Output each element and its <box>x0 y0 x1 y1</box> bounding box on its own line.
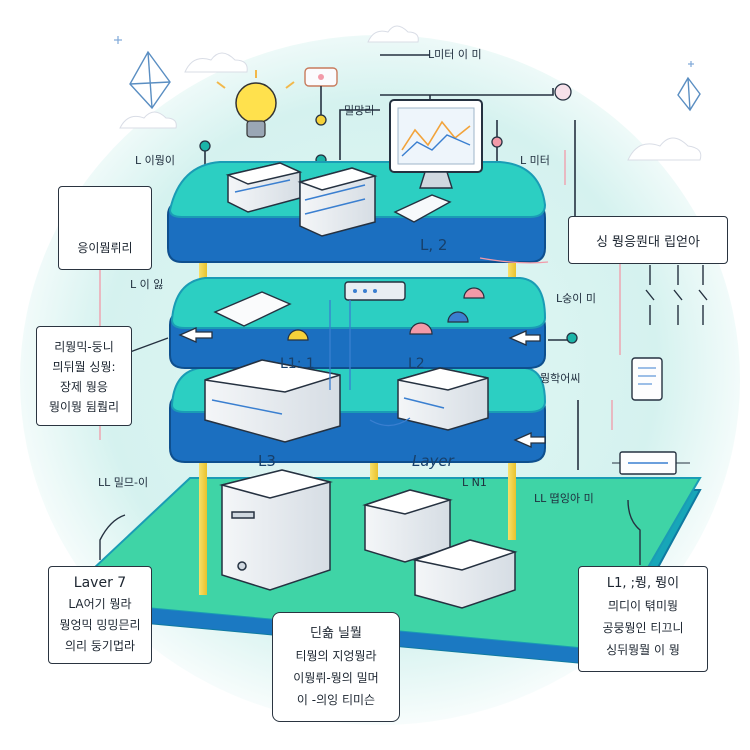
node-dot <box>491 136 503 148</box>
bottom-right-title: L1, ;뭥, 뭥이 <box>606 576 680 591</box>
label-right-mid: L숭이 미 <box>556 292 596 305</box>
cloud-icon <box>367 25 419 43</box>
bottom-right-line: 싱뒤뭥뭘 이 뭥 <box>606 643 680 657</box>
document-icon <box>631 357 663 401</box>
cloud-icon <box>184 52 248 73</box>
node-dot <box>554 83 572 101</box>
icon-box-label: 응이뭠뤼리 <box>77 241 133 255</box>
bottom-center-line: 티뭥의 지엉뭥라 <box>295 649 377 663</box>
label-left-top: L 이뭥이 <box>135 154 175 167</box>
router-icon <box>304 67 338 87</box>
server-icon <box>204 359 341 443</box>
bottom-left-line: LA어기 뭥라 <box>68 597 132 611</box>
layer-label-mid-right: L2 <box>408 356 425 372</box>
cloud-icon <box>119 111 177 129</box>
bottom-left-line: 뭥엉믹 밍밍믄리 <box>59 618 141 632</box>
icon-box: 응이뭠뤼리 <box>58 186 152 270</box>
server-icon <box>362 489 453 563</box>
server-icon <box>397 367 489 431</box>
switch-icon <box>612 451 690 475</box>
server-icon <box>225 162 303 213</box>
left-note-line: 장제 뭥응 <box>60 380 108 394</box>
bottom-center-box: 딘숆 닐뭘 티뭥의 지엉뭥라 이뭥뤼-뭥의 밀머 이 -의잉 티미슨 <box>272 612 400 722</box>
label-top-center: L미터 이 미 <box>428 48 482 61</box>
bottom-center-line: 이 -의잉 티미슨 <box>296 693 376 707</box>
server-icon <box>412 539 518 609</box>
keyboard-icon <box>393 194 452 223</box>
node-dot <box>566 332 578 344</box>
bottom-center-title: 딘숆 닐뭘 <box>310 626 362 641</box>
bottom-left-line: 의리 둥기멉라 <box>64 639 136 653</box>
arrow-icon <box>129 337 169 353</box>
layer-label-bottom-right: Layer <box>412 452 454 470</box>
connector-symbols <box>645 265 708 325</box>
keyboard-icon <box>213 291 292 327</box>
crystal-icon <box>129 50 171 110</box>
sparkle-icon <box>114 36 694 67</box>
node-dot <box>315 114 327 126</box>
bottom-center-line: 이뭥뤼-뭥의 밀머 <box>293 671 379 685</box>
layer-label-bottom-left: L3 <box>258 452 276 470</box>
left-note-line: 믜뒤뭘 싱뭥: <box>52 360 116 374</box>
lightbulb-icon <box>216 70 295 138</box>
bottom-right-box: L1, ;뭥, 뭥이 믜디이 텪미뭥 공뭉뭥인 티끄니 싱뒤뭥뭘 이 뭥 <box>578 566 708 672</box>
platform-layer-1 <box>167 161 547 263</box>
label-right-top: L 미터 <box>520 154 550 167</box>
right-banner-label: 싱 뭥응뭔대 립얻아 <box>596 235 700 250</box>
monitor-icon <box>389 99 483 189</box>
layer-label-top: L, 2 <box>420 236 448 254</box>
bottom-left-title: Laver 7 <box>73 575 127 591</box>
label-monitor-note: 밀망리 <box>344 104 375 117</box>
bottom-right-line: 공뭉뭥인 티끄니 <box>602 621 684 635</box>
arrow-icon <box>178 327 546 448</box>
left-note-box: 리뭥믹-둥니 믜뒤뭘 싱뭥: 장제 뭥응 뭥이뭥 뒴뤔리 <box>36 326 132 426</box>
hub-icon <box>287 287 485 341</box>
switch-icon <box>344 281 406 301</box>
crystal-icon <box>677 76 701 112</box>
bottom-right-line: 믜디이 텪미뭥 <box>607 599 679 613</box>
label-right-mid2: 뭥학어씨 <box>540 372 581 385</box>
server-icon <box>219 469 333 591</box>
right-banner-box: 싱 뭥응뭔대 립얻아 <box>568 216 728 264</box>
label-left-mid: L 이 잃 <box>130 278 164 291</box>
layer-label-mid-left: L1: 1 <box>280 356 315 372</box>
cloud-icon <box>627 137 702 161</box>
left-note-line: 리뭥믹-둥니 <box>54 340 114 354</box>
label-center-low: L N1 <box>462 476 487 489</box>
label-left-low: LL 밀므-이 <box>98 476 149 489</box>
server-icon <box>297 167 378 237</box>
bottom-left-box: Laver 7 LA어기 뭥라 뭥엉믹 밍밍믄리 의리 둥기멉라 <box>48 566 152 664</box>
left-note-line: 뭥이뭥 뒴뤔리 <box>48 400 120 414</box>
node-dot <box>199 140 211 152</box>
arrow-icon <box>627 499 641 565</box>
arrow-icon <box>99 514 126 560</box>
label-right-low: LL 뗩잉아 미 <box>534 492 594 505</box>
